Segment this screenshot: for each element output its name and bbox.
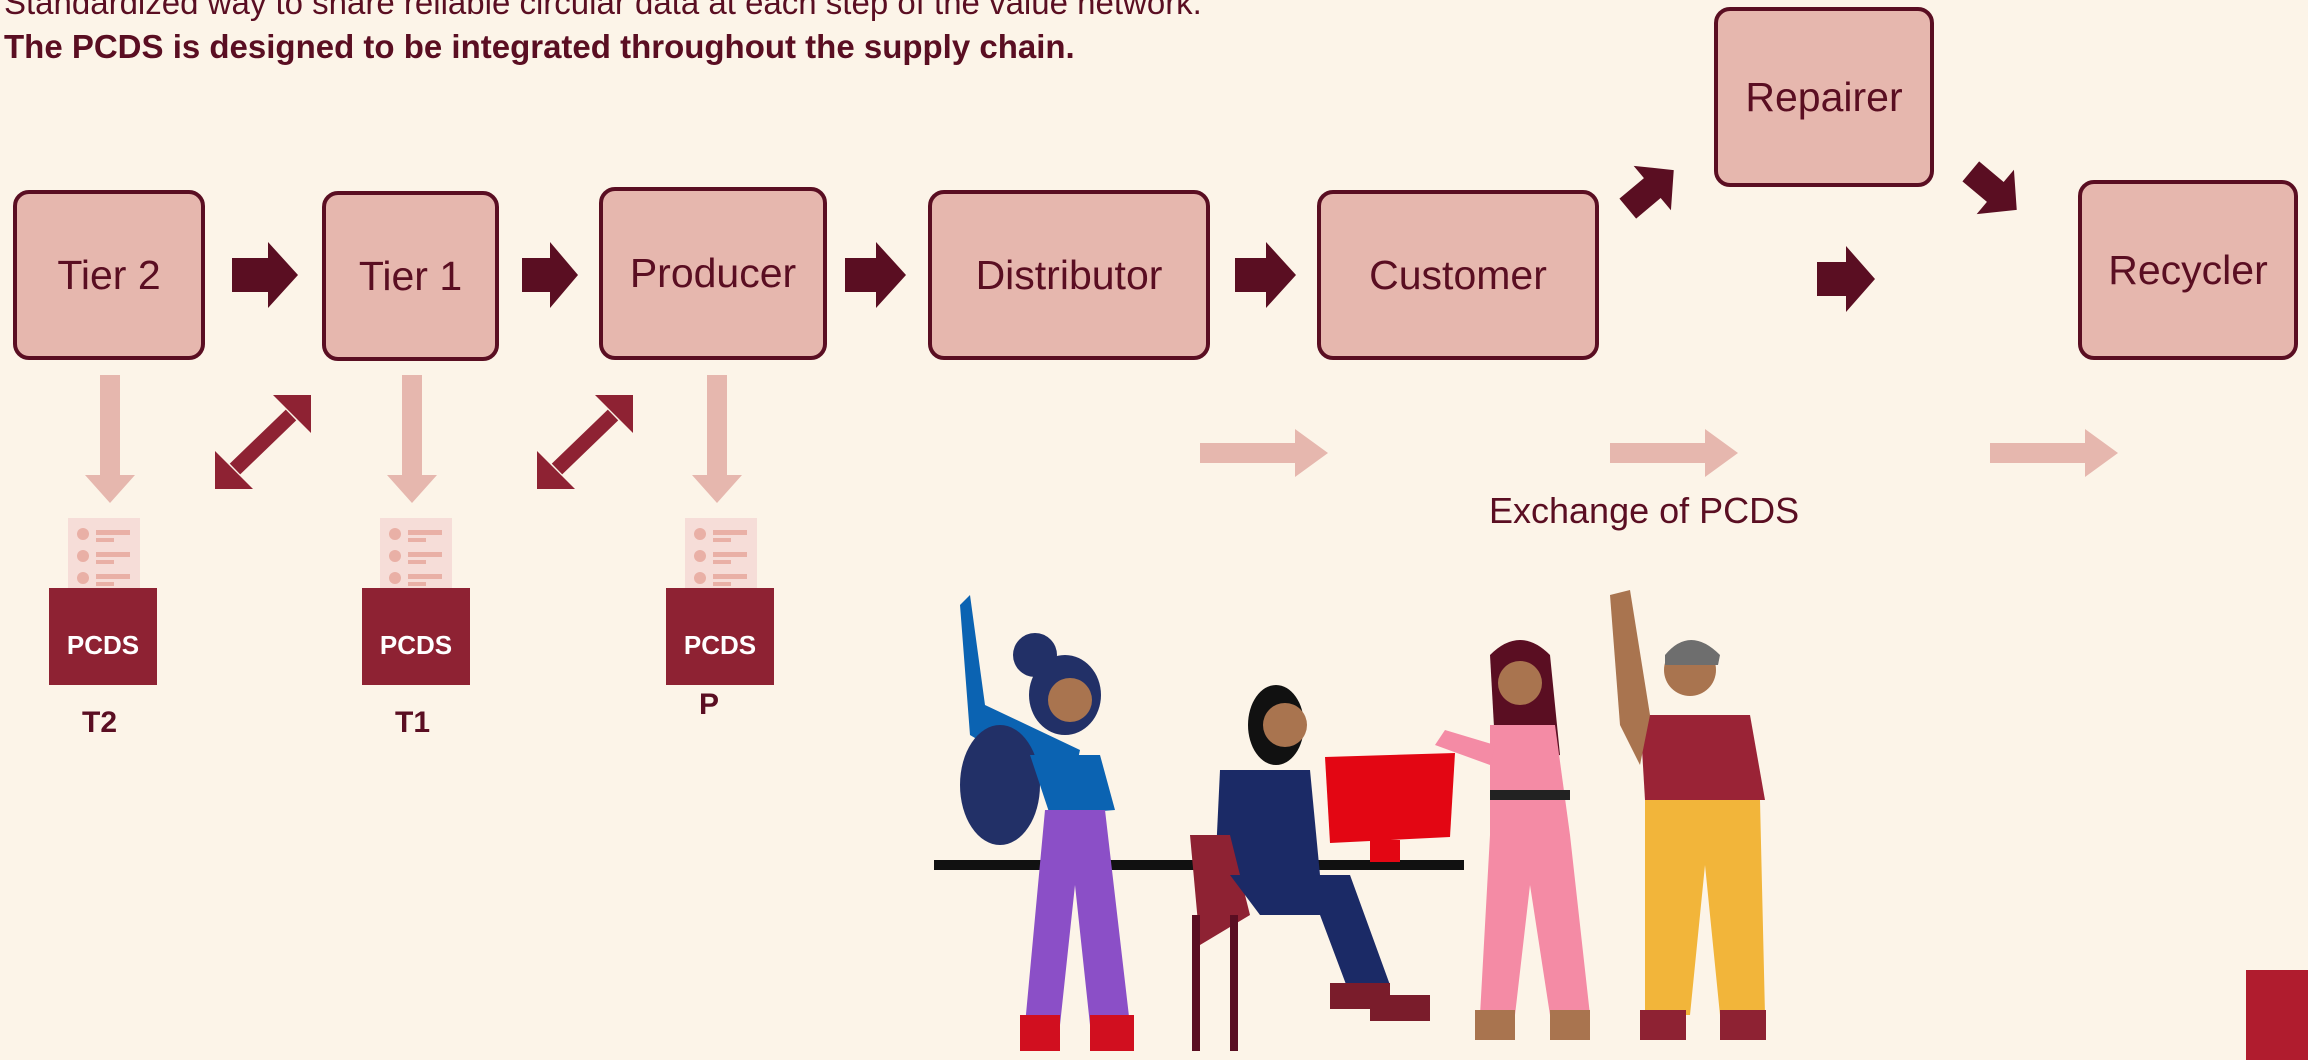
checklist-document-icon: [380, 518, 452, 598]
pcds-label-t2: T2: [82, 706, 118, 739]
pcds-label-p: P: [699, 688, 720, 721]
down-arrow-tier-1: [387, 375, 437, 503]
flow-arrow-to-recycler: [1817, 246, 1875, 312]
pcds-box: PCDS: [666, 588, 774, 685]
exchange-arrow-3: [1990, 429, 2118, 477]
node-producer: Producer: [599, 187, 827, 360]
flow-arrow-3: [845, 242, 906, 308]
flow-arrow-4: [1235, 242, 1296, 308]
node-tier-2: Tier 2: [13, 190, 205, 360]
bidirectional-arrow-2: [537, 395, 633, 489]
flow-arrow-from-repairer: [1962, 161, 2017, 215]
pcds-box: PCDS: [49, 588, 157, 685]
flow-arrow-to-repairer: [1619, 165, 1674, 219]
node-repairer: Repairer: [1714, 7, 1934, 187]
team-collaboration-illustration: [934, 590, 1766, 1051]
exchange-arrow-1: [1200, 429, 1328, 477]
node-distributor: Distributor: [928, 190, 1210, 360]
down-arrow-producer: [692, 375, 742, 503]
intro-line-1: Standardized way to share reliable circu…: [4, 0, 1202, 21]
bidirectional-arrow-1: [215, 395, 311, 489]
node-customer: Customer: [1317, 190, 1599, 360]
checklist-document-icon: [68, 518, 140, 598]
node-tier-1: Tier 1: [322, 191, 499, 361]
node-recycler: Recycler: [2078, 180, 2298, 360]
exchange-label: Exchange of PCDS: [1489, 490, 1800, 531]
checklist-document-icon: [685, 518, 757, 598]
exchange-arrow-2: [1610, 429, 1738, 477]
iso-logo: [2246, 970, 2308, 1060]
flow-arrow-1: [232, 242, 298, 308]
pcds-label-t1: T1: [395, 706, 431, 739]
intro-line-2: The PCDS is designed to be integrated th…: [4, 28, 1075, 65]
down-arrow-tier-2: [85, 375, 135, 503]
flow-arrow-2: [522, 242, 578, 308]
pcds-box: PCDS: [362, 588, 470, 685]
